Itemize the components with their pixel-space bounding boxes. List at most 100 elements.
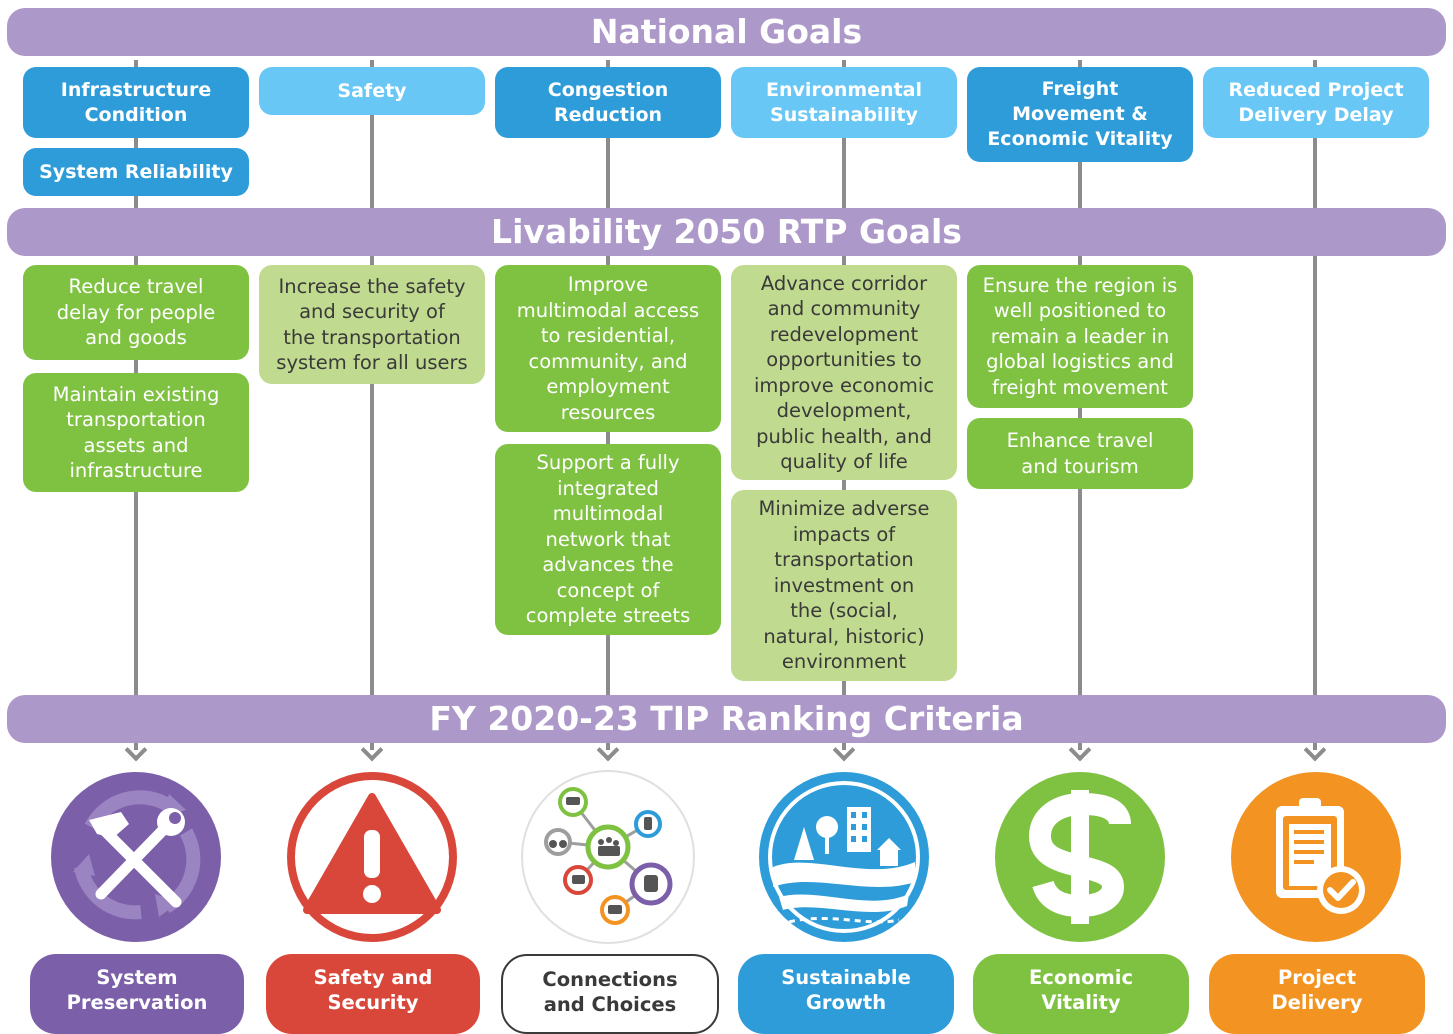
national-goal-text: Condition: [84, 103, 188, 126]
criteria-project-delivery: Project Delivery: [1209, 954, 1425, 1034]
national-goal-text: Environmental: [766, 78, 922, 101]
rtp-goal-text: Support a fully: [536, 451, 680, 475]
rtp-goal-text: Advance corridor: [760, 271, 928, 295]
criteria-safety-security: Safety and Security: [266, 954, 480, 1034]
national-goal-text: Economic Vitality: [987, 128, 1173, 150]
rtp-goal-text: freight movement: [992, 375, 1168, 399]
rtp-goal-text: transportation: [66, 408, 206, 431]
rtp-goal-text: system for all users: [276, 351, 468, 374]
national-goal-text: Reduction: [553, 103, 663, 126]
criteria-label: Connections: [542, 968, 678, 991]
tools-icon: [73, 790, 201, 920]
rtp-goal-text: and community: [767, 297, 921, 320]
rtp-goal-text: Minimize adverse: [758, 497, 930, 521]
national-goal-text: Safety: [337, 79, 407, 102]
rtp-goal-text: well positioned to: [993, 299, 1167, 323]
warning-icon: [303, 793, 441, 914]
sustainable-growth-circle: [759, 772, 929, 942]
rtp-goal-text: Enhance travel: [1006, 429, 1154, 452]
economic-vitality-circle: [995, 772, 1165, 942]
project-delivery-circle: [1231, 772, 1401, 942]
rtp-goal-text: improve economic: [753, 373, 935, 397]
connector-line-2: [370, 60, 374, 750]
rtp-goal-text: the transportation: [283, 325, 461, 349]
rtp-goal-text: and goods: [85, 326, 187, 350]
network-icon: [544, 787, 673, 925]
rtp-goal-text: global logistics and: [986, 350, 1174, 374]
criteria-label: Economic: [1028, 966, 1134, 989]
rtp-goals-band: Livability 2050 RTP Goals: [7, 208, 1446, 256]
rtp-goal-text: and tourism: [1021, 454, 1139, 478]
rtp-goal-text: community, and: [528, 349, 688, 373]
rtp-goal-text: redevelopment: [769, 322, 919, 346]
criteria-label: Project: [1277, 966, 1357, 989]
rtp-goal-text: environment: [781, 650, 907, 674]
national-goals-band: National Goals: [7, 8, 1446, 56]
connections-choices-circle: [523, 772, 693, 942]
criteria-label: Preservation: [66, 991, 208, 1014]
national-goal-safety: Safety: [259, 67, 485, 115]
criteria-label: Delivery: [1271, 991, 1363, 1014]
rtp-goal-text: assets and: [83, 433, 189, 457]
rtp-goal-text: public health, and: [756, 424, 932, 448]
clipboard-check-icon: [1276, 798, 1365, 914]
criteria-label: Sustainable: [781, 966, 911, 989]
criteria-label: Security: [327, 991, 419, 1014]
national-goal-system-reliability: System Reliability: [23, 148, 249, 196]
national-goal-text: Sustainability: [770, 103, 918, 126]
rtp-goal-text: network that: [545, 527, 671, 551]
criteria-label: System: [96, 966, 178, 989]
national-goal-text: Congestion: [547, 78, 669, 101]
rtp-goal-text: delay for people: [56, 300, 216, 324]
rtp-goal-text: and security of: [299, 300, 445, 323]
rtp-goal-text: impacts of: [792, 522, 896, 546]
rtp-goal-text: concept of: [556, 578, 660, 602]
landscape-icon: [768, 781, 920, 933]
rtp-goal-text: remain a leader in: [990, 324, 1170, 348]
rtp-goal-text: to residential,: [540, 324, 676, 347]
criteria-economic-vitality: Economic Vitality: [973, 954, 1189, 1034]
rtp-goal-text: advances the: [542, 553, 674, 577]
rtp-goal-text: complete streets: [525, 604, 691, 628]
rtp-goals-title: Livability 2050 RTP Goals: [491, 212, 962, 251]
safety-security-circle: [287, 772, 457, 942]
criteria-sustainable-growth: Sustainable Growth: [738, 954, 954, 1034]
national-goal-text: System Reliability: [39, 160, 233, 183]
rtp-goal-text: Improve: [567, 273, 649, 296]
system-preservation-circle: [51, 772, 221, 942]
rtp-goal-text: quality of life: [780, 450, 908, 473]
national-goal-text: Reduced Project: [1228, 78, 1404, 101]
national-goal-text: Infrastructure: [60, 78, 212, 101]
criteria-label: and Choices: [543, 993, 677, 1016]
criteria-label: Safety and: [313, 966, 433, 989]
rtp-goal-text: opportunities to: [766, 348, 922, 371]
dollar-icon: [1028, 790, 1131, 924]
rtp-goal-text: natural, historic): [763, 624, 925, 648]
rtp-goal-text: investment on: [773, 573, 915, 597]
criteria-label: Growth: [805, 991, 887, 1014]
national-goal-text: Delivery Delay: [1238, 103, 1394, 126]
national-goals-title: National Goals: [590, 12, 863, 51]
criteria-label: Vitality: [1041, 991, 1121, 1014]
rtp-goal-text: Ensure the region is: [982, 273, 1178, 297]
criteria-connections-choices: Connections and Choices: [501, 954, 719, 1034]
rtp-goal-text: multimodal access: [516, 298, 700, 322]
rtp-goal-text: Increase the safety: [278, 274, 466, 298]
rtp-goal-text: the (social,: [790, 599, 898, 623]
criteria-system-preservation: System Preservation: [30, 954, 244, 1034]
rtp-goal-text: infrastructure: [69, 459, 203, 482]
tip-criteria-band: FY 2020-23 TIP Ranking Criteria: [7, 695, 1446, 743]
